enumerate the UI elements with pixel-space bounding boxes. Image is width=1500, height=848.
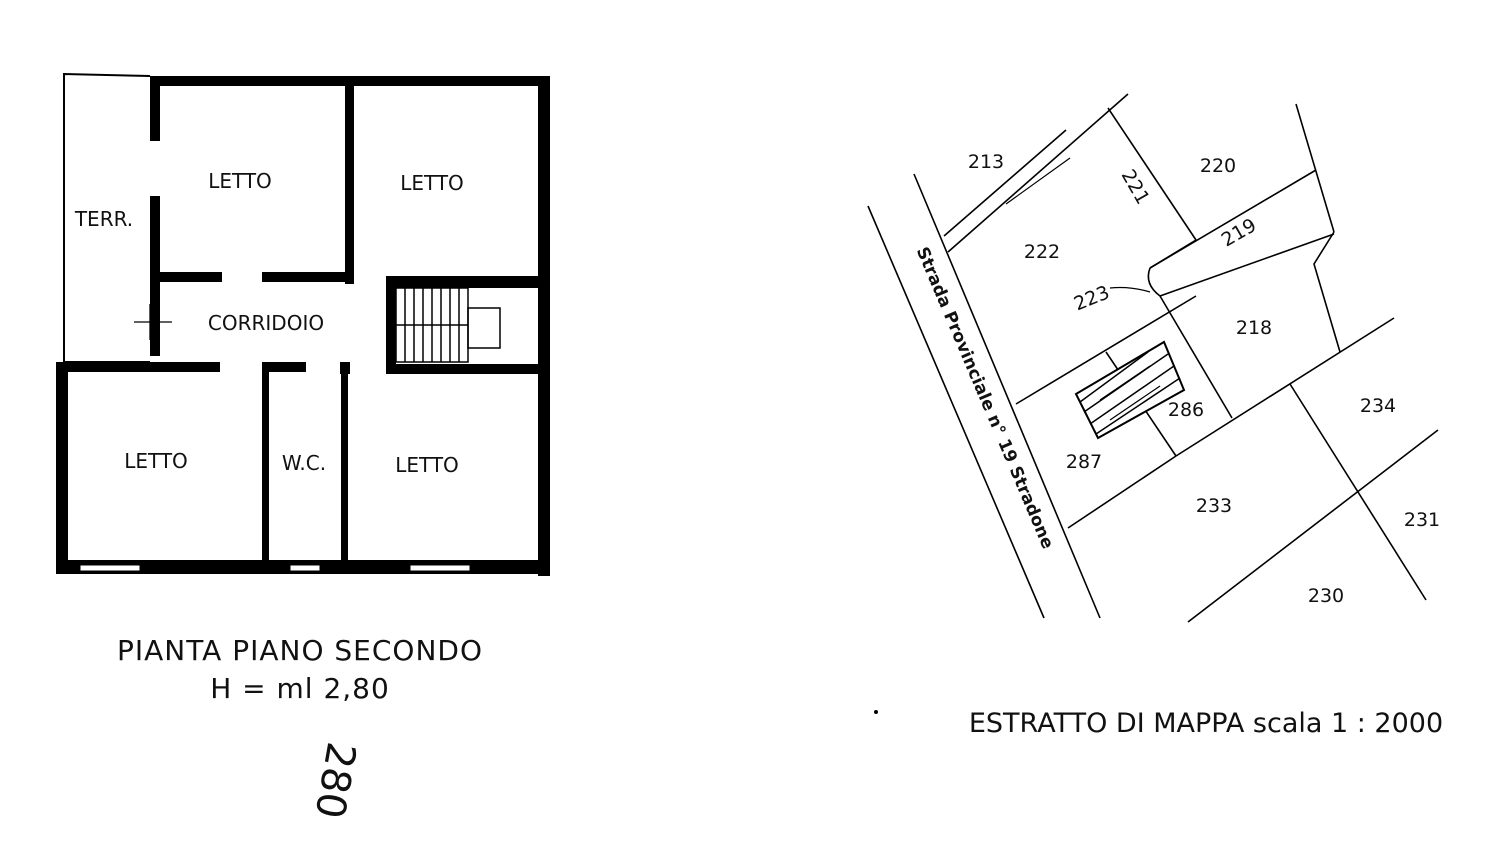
cadastral-map: Strada Provinciale n° 19 Stradone 213 22… bbox=[867, 93, 1443, 739]
parcel-219: 219 bbox=[1218, 214, 1260, 251]
corridor-top-wall-c bbox=[386, 276, 544, 288]
road-label: Strada Provinciale n° 19 Stradone bbox=[912, 244, 1058, 552]
window-bottom-3 bbox=[409, 564, 471, 572]
parcel-231: 231 bbox=[1404, 509, 1440, 531]
parcel-287: 287 bbox=[1066, 451, 1102, 473]
parcel-222: 222 bbox=[1024, 241, 1060, 263]
room-label-terrace: TERR. bbox=[74, 207, 133, 231]
outer-wall-left bbox=[56, 368, 68, 574]
outer-wall-right bbox=[538, 76, 550, 576]
room-label-corridor: CORRIDOIO bbox=[208, 311, 324, 335]
floor-plan: TERR. LETTO LETTO CORRIDOIO LETTO W.C. L… bbox=[56, 72, 550, 822]
building-footprint bbox=[1074, 340, 1186, 440]
room-label-bedroom-top-left: LETTO bbox=[208, 169, 272, 193]
window-bottom-1 bbox=[79, 564, 141, 572]
parcel-221: 221 bbox=[1117, 166, 1154, 208]
door-mark bbox=[134, 304, 172, 340]
corridor-top-wall-b bbox=[262, 272, 354, 282]
corridor-bottom-wall-b bbox=[262, 362, 306, 372]
outer-wall-top bbox=[150, 76, 550, 86]
road-edge-west bbox=[867, 205, 1045, 619]
staircase bbox=[395, 287, 501, 363]
room-label-bedroom-bottom-left: LETTO bbox=[124, 449, 188, 473]
stray-dot bbox=[874, 710, 878, 714]
room-label-wc: W.C. bbox=[282, 451, 326, 475]
room-label-bedroom-top-right: LETTO bbox=[400, 171, 464, 195]
corridor-bottom-wall-a bbox=[56, 362, 220, 372]
handwritten-note: 280 bbox=[306, 739, 365, 822]
stair-wall bbox=[386, 276, 396, 372]
floor-plan-title: PIANTA PIANO SECONDO bbox=[117, 634, 483, 667]
parcel-234: 234 bbox=[1360, 395, 1396, 417]
parcel-220: 220 bbox=[1200, 155, 1236, 177]
room-label-bedroom-bottom-right: LETTO bbox=[395, 453, 459, 477]
parcel-230: 230 bbox=[1308, 585, 1344, 607]
corridor-bottom-wall-d bbox=[386, 364, 544, 374]
parcel-233: 233 bbox=[1196, 495, 1232, 517]
corridor-top-wall-a bbox=[150, 272, 222, 282]
wc-left-wall bbox=[262, 372, 269, 562]
road-edge-east bbox=[913, 173, 1101, 619]
parcel-286: 286 bbox=[1168, 399, 1204, 421]
wc-right-wall bbox=[341, 372, 348, 562]
parcel-218: 218 bbox=[1236, 317, 1272, 339]
parcel-boundaries bbox=[943, 93, 1439, 623]
corridor-bottom-wall-c bbox=[340, 362, 350, 374]
window-bottom-2 bbox=[289, 564, 321, 572]
parcel-223: 223 bbox=[1071, 281, 1113, 315]
top-bedrooms-divider bbox=[345, 86, 354, 284]
parcel-213: 213 bbox=[968, 151, 1004, 173]
floor-plan-height: H = ml 2,80 bbox=[210, 672, 390, 705]
terrace-wall bbox=[150, 76, 160, 141]
map-title: ESTRATTO DI MAPPA scala 1 : 2000 bbox=[969, 708, 1443, 739]
